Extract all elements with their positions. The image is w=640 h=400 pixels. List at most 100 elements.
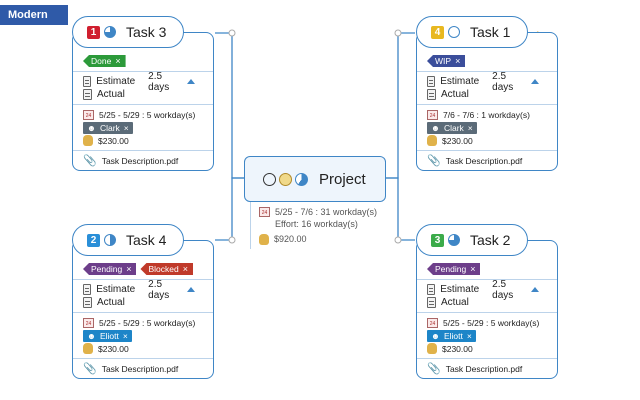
money-bag-icon (83, 343, 93, 354)
remove-resource-icon[interactable]: × (123, 122, 129, 133)
paperclip-icon: 📎 (427, 155, 441, 167)
person-icon: ☻ (87, 330, 96, 341)
priority-icon: 3 (431, 233, 444, 247)
calendar-icon: 24 (83, 109, 94, 120)
money-bag-icon (83, 135, 93, 146)
progress-pie-icon (448, 26, 460, 38)
remove-resource-icon[interactable]: × (122, 330, 128, 341)
progress-pie-icon (104, 26, 116, 38)
actual-icon (83, 89, 92, 100)
priority-icon: 2 (87, 233, 100, 247)
remove-tag-icon[interactable]: × (115, 55, 121, 66)
resource-chip[interactable]: ☻Clark× (83, 121, 133, 134)
project-effort: Effort: 16 workday(s) (275, 219, 358, 229)
estimate-icon (83, 284, 92, 295)
estimate-icon (83, 76, 92, 87)
style-label: Modern (0, 5, 68, 25)
tag-list: Pending× Blocked× (73, 241, 213, 279)
attachment-section: 📎 Task Description.pdf (417, 150, 557, 170)
resource-chip[interactable]: ☻Eliott× (83, 329, 132, 342)
tag-list: WIP× (417, 33, 557, 71)
attachment-link[interactable]: Task Description.pdf (445, 363, 523, 374)
collapse-icon[interactable] (531, 287, 539, 292)
task-title: Task 4 (126, 232, 167, 248)
project-header[interactable]: Project (244, 156, 386, 202)
money-bag-icon (427, 135, 437, 146)
person-icon: ☻ (87, 122, 96, 133)
paperclip-icon: 📎 (83, 155, 97, 167)
remove-tag-icon[interactable]: × (126, 263, 132, 274)
calendar-icon: 24 (259, 207, 270, 217)
tag-blocked[interactable]: Blocked× (140, 263, 193, 275)
tag-pending[interactable]: Pending× (83, 263, 137, 275)
person-icon: ☻ (431, 330, 440, 341)
attachment-section: 📎 Task Description.pdf (73, 150, 213, 170)
collapse-icon[interactable] (187, 79, 195, 84)
remove-tag-icon[interactable]: × (182, 263, 188, 274)
resource-chip[interactable]: ☻Eliott× (427, 329, 476, 342)
tag-pending[interactable]: Pending× (427, 263, 481, 275)
tag-done[interactable]: Done× (83, 55, 126, 67)
calendar-icon: 24 (427, 109, 438, 120)
task-title: Task 2 (470, 232, 511, 248)
actual-icon (427, 89, 436, 100)
attachment-link[interactable]: Task Description.pdf (101, 363, 179, 374)
project-cost: $920.00 (274, 234, 307, 244)
attachment-section: 📎 Task Description.pdf (417, 358, 557, 378)
tag-wip[interactable]: WIP× (427, 55, 466, 67)
progress-pie-icon (104, 234, 116, 246)
resource-chip[interactable]: ☻Clark× (427, 121, 477, 134)
money-bag-icon (259, 233, 269, 245)
calendar-icon: 24 (83, 317, 94, 328)
progress-pie-icon (295, 172, 308, 186)
attachment-link[interactable]: Task Description.pdf (445, 155, 523, 166)
task-header[interactable]: 1 Task 3 (72, 16, 184, 48)
actual-icon (83, 297, 92, 308)
paperclip-icon: 📎 (427, 363, 441, 375)
resource-group-icon (279, 172, 292, 186)
task-header[interactable]: 4 Task 1 (416, 16, 528, 48)
collapse-icon[interactable] (531, 79, 539, 84)
task-header[interactable]: 2 Task 4 (72, 224, 184, 256)
project-node[interactable]: Project 24 5/25 - 7/6 : 31 workday(s) Eff… (244, 156, 386, 249)
attachment-section: 📎 Task Description.pdf (73, 358, 213, 378)
project-details: 24 5/25 - 7/6 : 31 workday(s) Effort: 16 … (250, 202, 386, 249)
task-title: Task 1 (470, 24, 511, 40)
estimate-icon (427, 284, 436, 295)
task-header[interactable]: 3 Task 2 (416, 224, 528, 256)
attachment-link[interactable]: Task Description.pdf (101, 155, 179, 166)
calendar-icon: 24 (427, 317, 438, 328)
estimate-icon (427, 76, 436, 87)
task-title: Task 3 (126, 24, 167, 40)
remove-resource-icon[interactable]: × (467, 122, 473, 133)
project-dates: 5/25 - 7/6 : 31 workday(s) (275, 207, 378, 217)
actual-icon (427, 297, 436, 308)
money-bag-icon (427, 343, 437, 354)
clock-icon (263, 172, 276, 186)
remove-tag-icon[interactable]: × (455, 55, 461, 66)
tag-list: Pending× (417, 241, 557, 279)
priority-icon: 4 (431, 25, 444, 39)
progress-pie-icon (448, 234, 460, 246)
priority-icon: 1 (87, 25, 100, 39)
collapse-icon[interactable] (187, 287, 195, 292)
paperclip-icon: 📎 (83, 363, 97, 375)
project-title: Project (319, 170, 366, 188)
remove-tag-icon[interactable]: × (470, 263, 476, 274)
remove-resource-icon[interactable]: × (466, 330, 472, 341)
person-icon: ☻ (431, 122, 440, 133)
tag-list: Done× (73, 33, 213, 71)
